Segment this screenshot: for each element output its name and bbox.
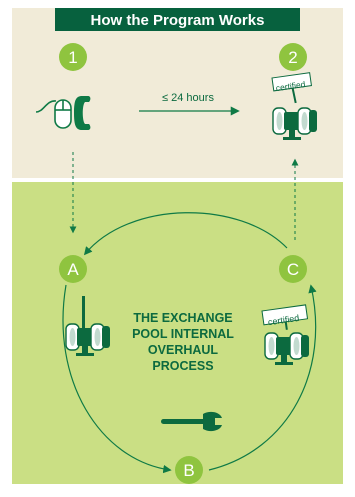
step-2-circle xyxy=(279,43,307,71)
step-a-label: A xyxy=(67,260,79,279)
page-title: How the Program Works xyxy=(91,12,265,29)
step-2-label: 2 xyxy=(288,48,297,67)
step-1-label: 1 xyxy=(68,48,77,67)
step-b-circle xyxy=(175,456,203,484)
step-b-label: B xyxy=(183,461,194,480)
process-label-line-3: OVERHAUL xyxy=(148,343,219,357)
top-panel xyxy=(12,8,343,178)
pump-icon xyxy=(65,296,111,357)
phone-icon xyxy=(74,96,91,130)
process-label-line-2: POOL INTERNAL xyxy=(132,327,234,341)
arc-c-to-a xyxy=(83,212,288,256)
mouse-icon xyxy=(35,99,72,129)
step-c-label: C xyxy=(287,260,299,279)
turnaround-label: ≤ 24 hours xyxy=(162,92,214,104)
step-a-circle xyxy=(59,255,87,283)
certified-label-c: certified xyxy=(267,313,300,327)
title-banner xyxy=(55,8,300,31)
step-c-circle xyxy=(279,255,307,283)
process-label-line-1: THE EXCHANGE xyxy=(133,311,232,325)
wrench-icon xyxy=(161,411,222,432)
certified-label-top: certified xyxy=(275,79,306,93)
certified-sign-icon xyxy=(271,72,313,104)
certified-sign-icon xyxy=(261,304,309,330)
arc-a-to-b xyxy=(62,284,172,474)
arc-b-to-c xyxy=(208,284,317,471)
step-1-circle xyxy=(59,43,87,71)
process-label-line-4: PROCESS xyxy=(152,359,213,373)
